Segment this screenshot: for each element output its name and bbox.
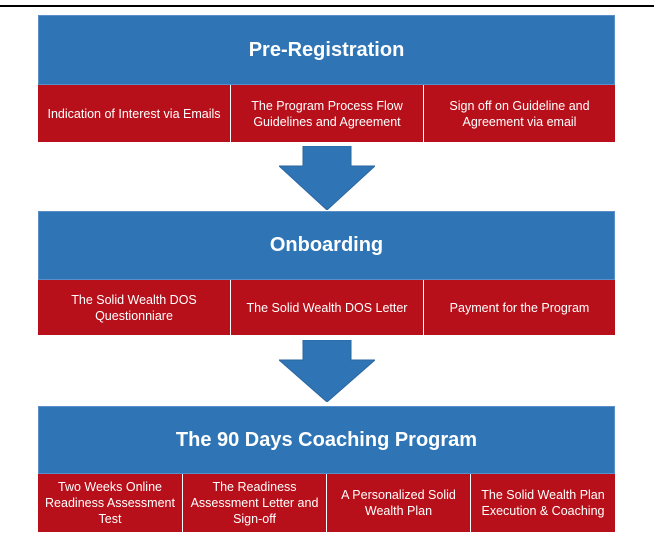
stage-item: A Personalized Solid Wealth Plan (327, 474, 471, 532)
down-arrow-icon (279, 340, 375, 402)
stage-item: Indication of Interest via Emails (38, 85, 231, 142)
stage-item: Payment for the Program (424, 280, 615, 335)
stage-title: The 90 Days Coaching Program (38, 406, 615, 474)
stage-item: The Program Process Flow Guidelines and … (231, 85, 424, 142)
stage-title: Onboarding (38, 211, 615, 280)
stage-item: The Readiness Assessment Letter and Sign… (183, 474, 327, 532)
stage-onboarding: Onboarding The Solid Wealth DOS Question… (38, 211, 615, 335)
top-border-line (0, 5, 654, 7)
stage-items-row: Indication of Interest via Emails The Pr… (38, 85, 615, 142)
stage-item: The Solid Wealth Plan Execution & Coachi… (471, 474, 615, 532)
stage-item: Sign off on Guideline and Agreement via … (424, 85, 615, 142)
stage-pre-registration: Pre-Registration Indication of Interest … (38, 15, 615, 142)
stage-item: Two Weeks Online Readiness Assessment Te… (38, 474, 183, 532)
stage-items-row: Two Weeks Online Readiness Assessment Te… (38, 474, 615, 532)
stage-90-days-coaching-program: The 90 Days Coaching Program Two Weeks O… (38, 406, 615, 532)
stage-item: The Solid Wealth DOS Letter (231, 280, 424, 335)
down-arrow-icon (279, 146, 375, 210)
stage-title: Pre-Registration (38, 15, 615, 85)
stage-items-row: The Solid Wealth DOS Questionniare The S… (38, 280, 615, 335)
stage-item: The Solid Wealth DOS Questionniare (38, 280, 231, 335)
